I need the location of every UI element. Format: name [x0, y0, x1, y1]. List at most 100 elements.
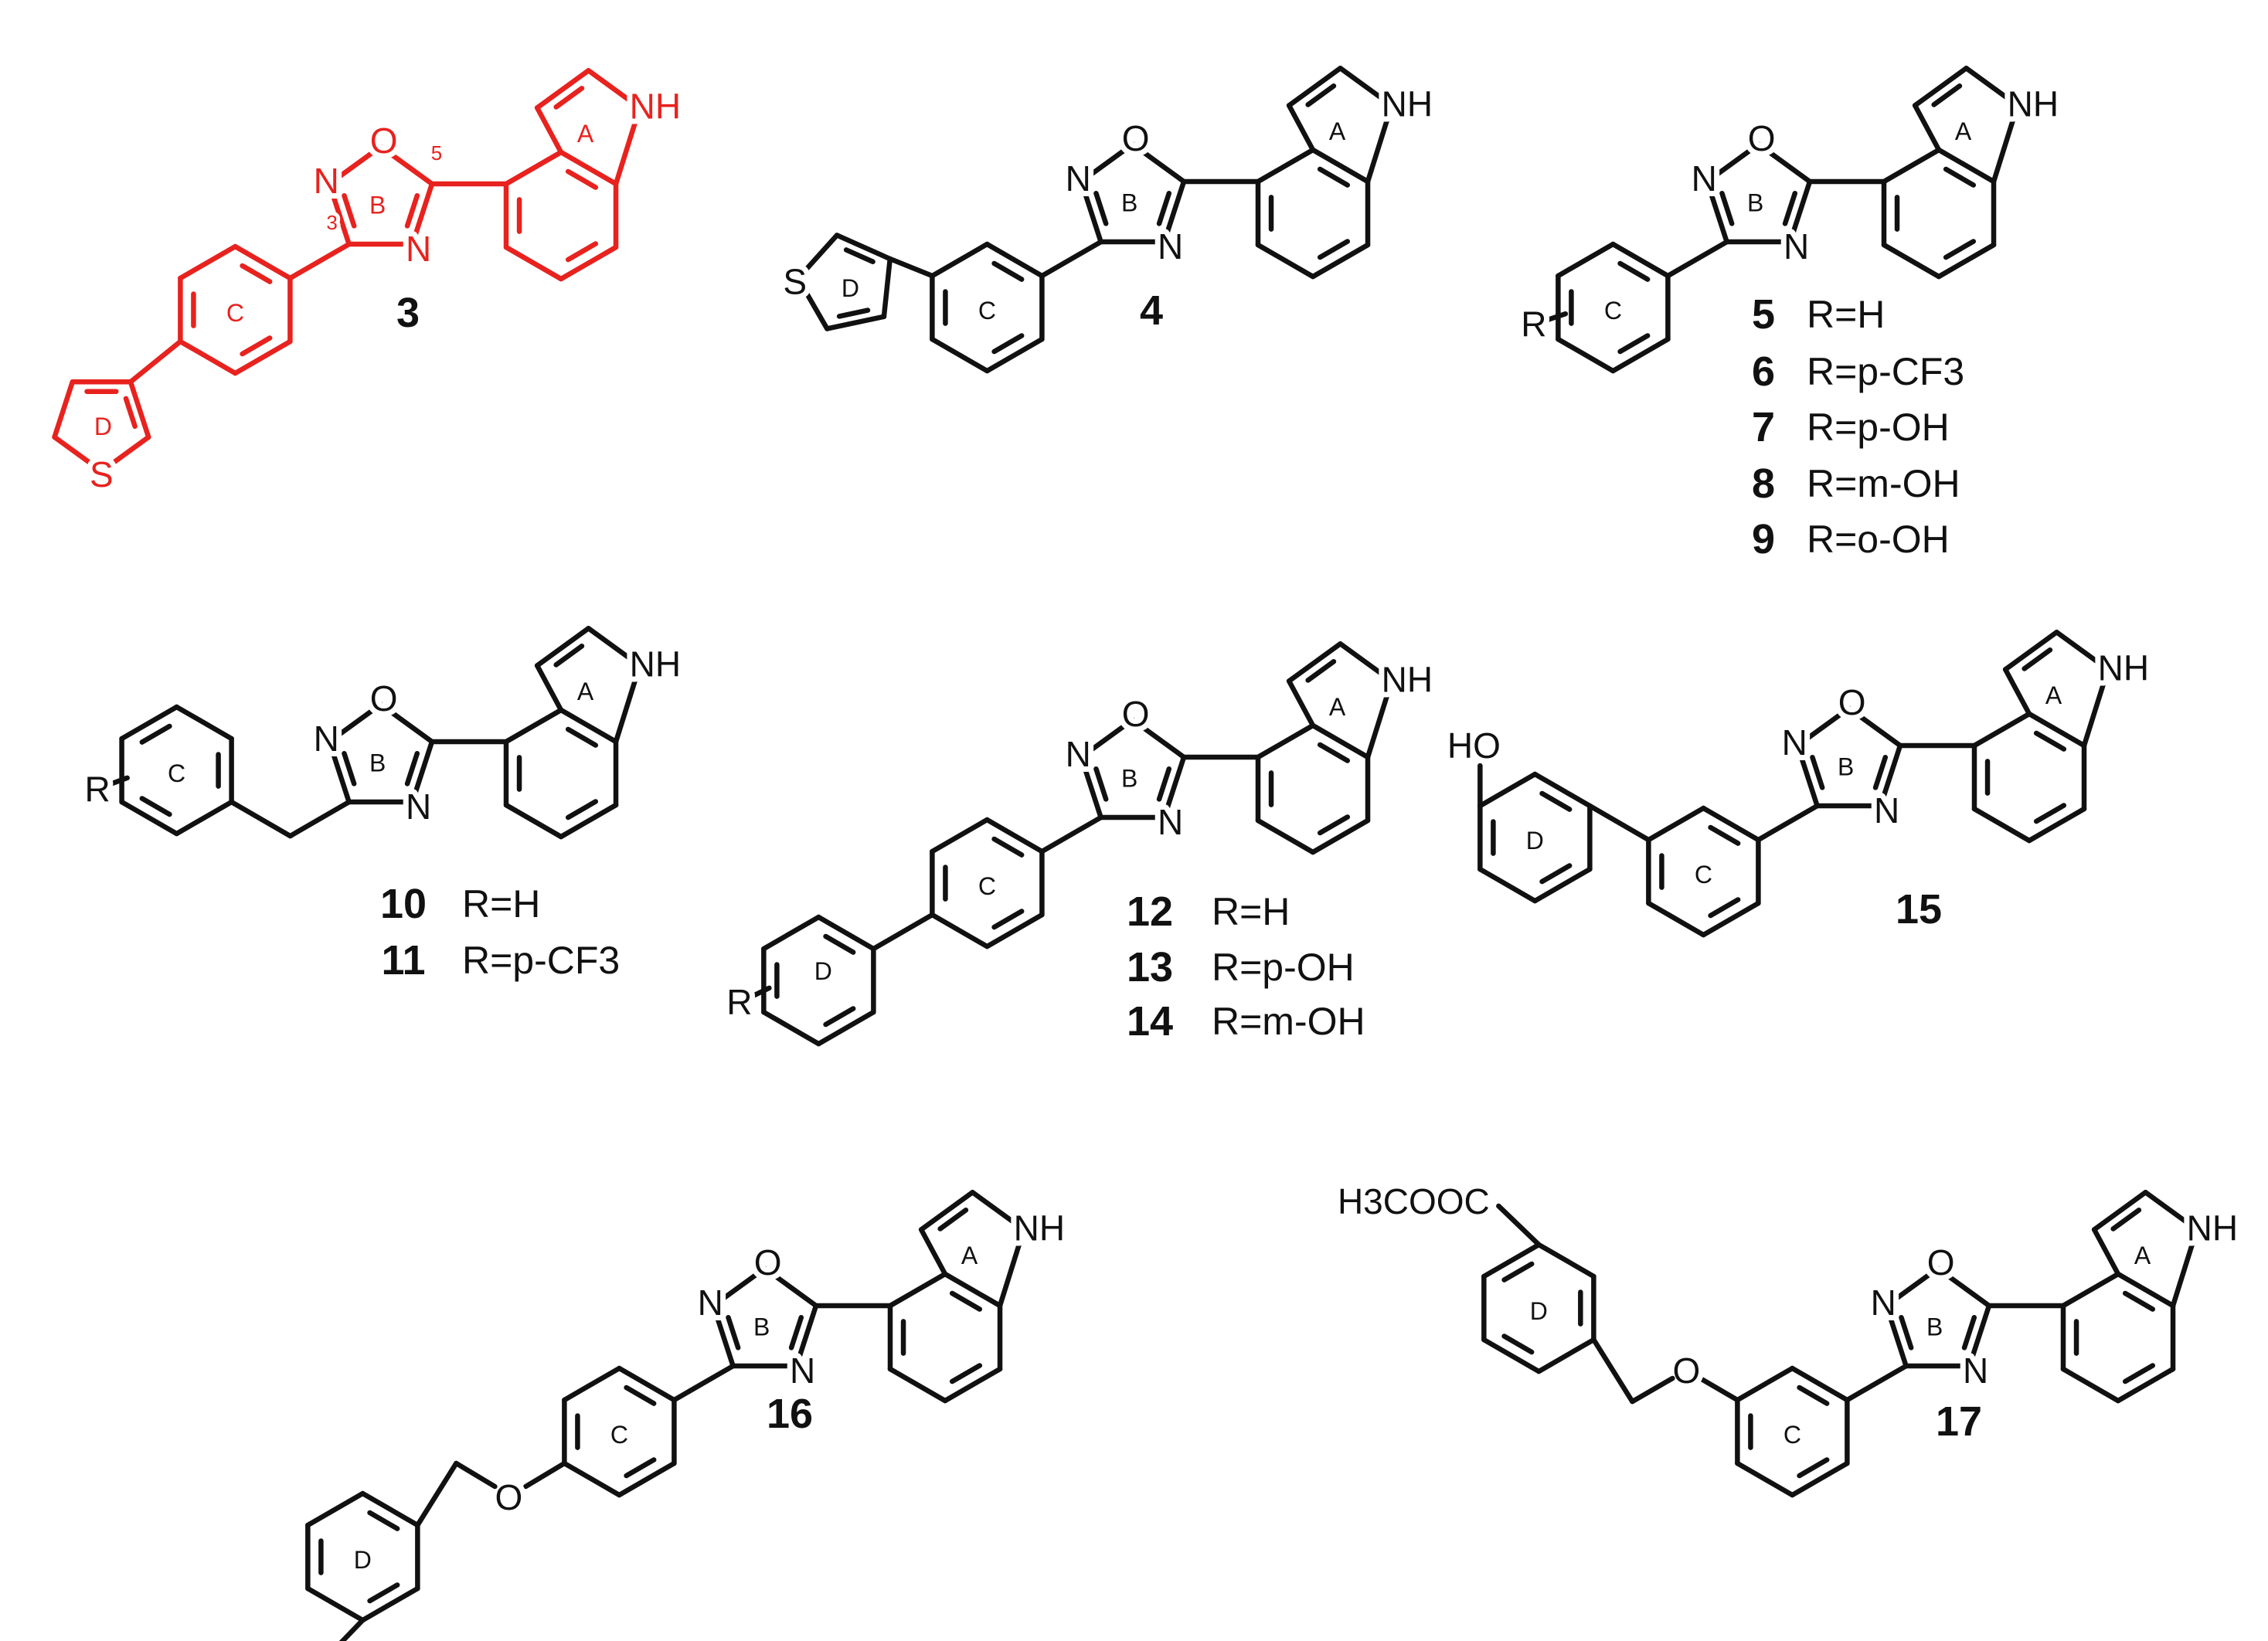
- double-bond: [1317, 239, 1351, 260]
- n-top-label: N: [1066, 158, 1091, 199]
- bond: [1255, 722, 1316, 760]
- bond: [1286, 641, 1343, 684]
- thiophene-ring: [795, 233, 893, 331]
- ring-c: [119, 704, 234, 837]
- bond: [2026, 711, 2087, 749]
- bond: [558, 802, 619, 840]
- ring-label-a: A: [1955, 117, 1972, 145]
- bond: [2054, 630, 2111, 672]
- bond: [711, 1303, 736, 1369]
- bond: [1161, 178, 1187, 245]
- bond: [1556, 336, 1616, 374]
- bond: [558, 244, 619, 282]
- nh-label: NH: [630, 87, 681, 127]
- bond: [327, 181, 352, 247]
- bond: [970, 1190, 1027, 1232]
- ring-label-b: B: [1926, 1313, 1943, 1341]
- bond: [1310, 722, 1371, 760]
- substituent-label: R=p-OH: [1212, 946, 1355, 989]
- indole-pyrrole-ring: [2002, 630, 2111, 749]
- compound-id: 3: [396, 290, 420, 336]
- ring-d: [305, 1490, 420, 1623]
- bond: [1255, 242, 1316, 280]
- bond: [1338, 641, 1395, 684]
- bond-ch2-c: [229, 799, 293, 839]
- indole-pyrrole-ring: [1286, 66, 1395, 185]
- n-top-label: N: [1782, 722, 1807, 763]
- bond: [2060, 1366, 2121, 1404]
- bond: [1079, 141, 1135, 185]
- ring-label-a: A: [2134, 1242, 2151, 1269]
- double-bond: [991, 909, 1025, 930]
- bond: [1646, 900, 1706, 938]
- indole-benzene-ring: [503, 149, 619, 282]
- bond: [1338, 66, 1395, 108]
- bond: [942, 1366, 1003, 1404]
- ring-label-a: A: [961, 1242, 978, 1269]
- ho-label: HO: [1447, 725, 1501, 766]
- bond: [99, 434, 151, 474]
- substituent-label: R=m-OH: [1807, 462, 1960, 505]
- bond: [1705, 178, 1729, 245]
- bond: [1079, 178, 1103, 245]
- bond: [918, 1190, 975, 1232]
- ring-label-d: D: [814, 957, 832, 985]
- bond: [2143, 1190, 2200, 1232]
- double-bond: [1317, 742, 1351, 763]
- s-label: S: [90, 454, 114, 494]
- bond: [1795, 705, 1851, 749]
- ring-c: [930, 817, 1045, 950]
- bond-r: [1544, 311, 1569, 323]
- compound-id: 7: [1752, 404, 1775, 450]
- bond: [2091, 1227, 2121, 1277]
- thiophene-ring: [52, 379, 151, 474]
- n-top-label: N: [314, 161, 339, 201]
- double-bond: [1539, 790, 1573, 812]
- n-bottom-label: N: [406, 229, 431, 269]
- bond: [233, 338, 293, 376]
- compound-id: 4: [1140, 287, 1163, 334]
- bond: [1286, 103, 1316, 153]
- bond-b-c: [1039, 239, 1103, 279]
- double-bond: [139, 796, 172, 817]
- compound-id: 11: [381, 937, 425, 984]
- indole-pyrrole-ring: [1912, 66, 2021, 185]
- double-bond: [836, 307, 871, 319]
- n-bottom-label: N: [1963, 1351, 1988, 1391]
- ring-c-label: C: [1604, 297, 1622, 324]
- bond: [2091, 1190, 2148, 1232]
- bond-b-c: [1845, 1363, 1909, 1403]
- bond: [794, 1303, 819, 1369]
- compound-id: 10: [380, 881, 427, 927]
- n-bottom-label: N: [790, 1351, 815, 1391]
- double-bond: [342, 193, 357, 229]
- bond: [1936, 242, 1997, 280]
- double-bond: [565, 241, 599, 263]
- bond-ch2-d: [415, 1460, 459, 1528]
- bond: [503, 244, 564, 282]
- double-bond: [2110, 1208, 2142, 1232]
- nh-label: NH: [1014, 1208, 1065, 1249]
- ring-label-d: D: [842, 274, 859, 302]
- bond: [1365, 678, 1395, 760]
- bond: [1756, 141, 1813, 185]
- double-bond: [1617, 260, 1651, 282]
- ring-d: [1477, 771, 1593, 904]
- double-bond: [565, 799, 599, 820]
- double-bond: [624, 1457, 657, 1479]
- bond: [174, 704, 234, 742]
- bond: [816, 1009, 876, 1047]
- bond: [503, 802, 564, 840]
- ring-c: [1556, 241, 1671, 374]
- bond: [816, 914, 876, 952]
- bond: [1846, 705, 1903, 749]
- bond-c-d: [887, 256, 935, 279]
- ring-label-a: A: [1329, 117, 1346, 145]
- double-bond: [1093, 766, 1109, 802]
- bond: [1130, 717, 1187, 760]
- double-bond: [823, 933, 856, 955]
- bond: [617, 1460, 677, 1498]
- bond-c-o: [1698, 1375, 1740, 1403]
